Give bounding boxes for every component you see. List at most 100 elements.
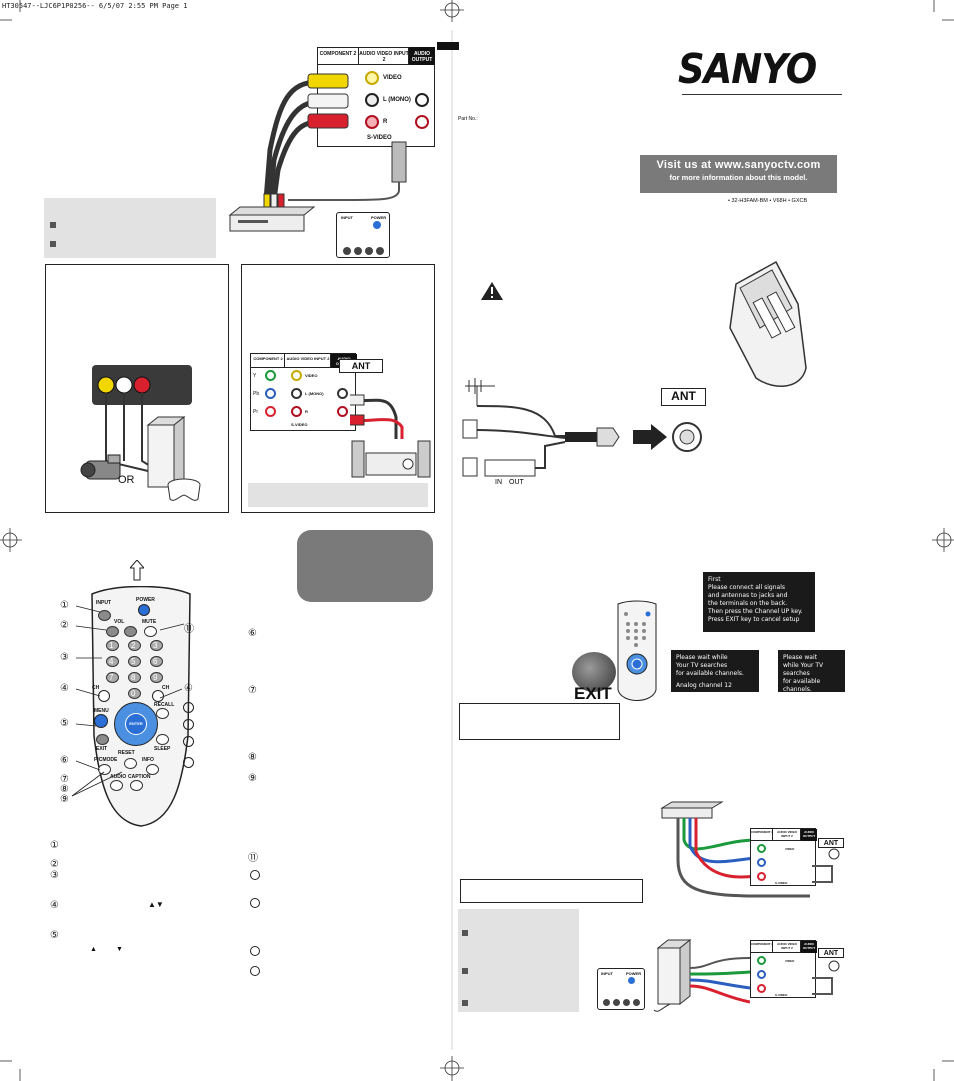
game-console-icon — [146, 415, 186, 489]
dvd-player-icon — [228, 206, 316, 232]
callout-6: ⑥ — [60, 755, 69, 766]
remote-power-label: POWER — [136, 597, 155, 603]
osd-analog-search: Please wait while Your TV searches for a… — [671, 650, 759, 692]
panel-col-audio-output: AUDIO OUTPUT — [411, 51, 433, 63]
setup-note-box — [459, 703, 620, 740]
l-mono-label: L (MONO) — [383, 97, 411, 103]
av-cable-drawing — [263, 73, 407, 211]
remote-picmode-label: PICMODE — [94, 757, 118, 763]
power-button[interactable] — [138, 604, 150, 616]
visit-banner: Visit us at www.sanyoctv.com for more in… — [640, 155, 837, 193]
audio-button[interactable] — [110, 780, 123, 791]
desc-num-7: ⑦ — [248, 685, 257, 696]
remote-ch-right-label: CH — [162, 685, 170, 691]
remote-recall-label: RECALL — [154, 702, 175, 708]
info-button[interactable] — [146, 764, 159, 775]
component-title-box — [460, 879, 643, 903]
osd-digital-search: Please wait while Your TV searches for a… — [778, 650, 845, 705]
converter-in-label: IN — [495, 479, 502, 486]
camcorder-game-box: OR — [45, 264, 229, 513]
camcorder-icon — [80, 454, 121, 480]
audio-r-jack-icon — [365, 115, 379, 129]
sanyo-logo: SANYO — [678, 45, 817, 93]
game-console-icon-2 — [653, 938, 750, 1012]
caption-button[interactable] — [130, 780, 143, 791]
keypad: 1 2 3 4 5 6 7 8 9 0 — [104, 640, 170, 702]
or-label: OR — [118, 474, 135, 486]
component-panel-b: COMPONENT 2 AUDIO VIDEO INPUT 2 AUDIO OU… — [750, 940, 817, 998]
panel-col-component2: COMPONENT 2 — [319, 51, 357, 57]
audio-note-box — [248, 483, 428, 507]
remote-battery-icon — [729, 260, 807, 387]
component-notes-box — [458, 909, 579, 1012]
remote-exit-label: EXIT — [96, 746, 108, 752]
vol-up-button[interactable] — [124, 626, 137, 637]
component-panel-small: COMPONENT 2 AUDIO VIDEO INPUT 2 AUDIO OU… — [250, 353, 357, 431]
front-av-jacks-drawing — [92, 365, 192, 478]
callout-11: ⑪ — [184, 624, 194, 635]
panel-col-av-input2: AUDIO VIDEO INPUT 2 — [359, 51, 409, 63]
audio-out-l-jack-icon — [415, 93, 429, 107]
coax-connectors-a — [812, 848, 840, 883]
r-label: R — [383, 119, 388, 125]
exit-button[interactable] — [96, 734, 109, 745]
antenna-connection-diagram: IN OUT — [462, 378, 702, 486]
vol-down-button[interactable] — [106, 626, 119, 637]
input-button[interactable] — [98, 610, 111, 621]
mute-button[interactable] — [144, 626, 157, 637]
dark-rounded-box — [297, 530, 433, 602]
callout-4: ④ — [60, 683, 69, 694]
callout-7: ⑦ — [60, 774, 69, 785]
remote-audio-label: AUDIO — [110, 774, 127, 780]
video-label: VIDEO — [383, 75, 402, 81]
callout-1: ① — [60, 600, 69, 611]
callout-5: ⑤ — [60, 718, 69, 729]
ant-label-a: ANT — [818, 838, 844, 848]
mini-front-panel: INPUT POWER — [336, 212, 390, 258]
callout-3: ③ — [60, 652, 69, 663]
stereo-system-drawing — [350, 394, 431, 478]
small-remote-icon — [617, 600, 657, 701]
coax-connectors-b — [812, 960, 840, 995]
ir-arrow-icon — [130, 560, 144, 581]
callout-8: ⑧ — [60, 784, 69, 795]
warning-icon — [481, 282, 503, 300]
desc-num-3: ③ — [50, 870, 59, 881]
enter-button[interactable] — [125, 713, 147, 735]
desc-5-arrow-down: ▼ — [116, 946, 123, 953]
component-dvd-diagram — [660, 801, 810, 898]
ch-up-button[interactable] — [152, 690, 164, 702]
exit-button-zoom-icon — [572, 652, 616, 692]
remote-menu-label: MENU — [94, 708, 109, 714]
remote-reset-label: RESET — [118, 750, 135, 756]
remote-ch-left-label: CH — [92, 685, 100, 691]
remote-leader-lines — [71, 605, 185, 797]
remote-sleep-label: SLEEP — [154, 746, 171, 752]
reset-button[interactable] — [124, 758, 137, 769]
ant-label-b: ANT — [818, 948, 844, 958]
desc-num-2: ② — [50, 859, 59, 870]
ant-label-large: ANT — [661, 388, 706, 406]
audio-l-jack-icon — [365, 93, 379, 107]
recall-button[interactable] — [156, 708, 169, 719]
audio-output-box: COMPONENT 2 AUDIO VIDEO INPUT 2 AUDIO OU… — [241, 264, 435, 513]
ch-down-button[interactable] — [98, 690, 110, 702]
s-video-label: S-VIDEO — [367, 135, 392, 141]
notes-box-av — [44, 198, 216, 258]
part-no-label: Part No.: — [458, 116, 478, 122]
desc-blank-circles — [250, 870, 262, 980]
desc-num-11: ⑪ — [248, 853, 258, 864]
remote-vol-label: VOL — [114, 619, 125, 625]
converter-out-label: OUT — [509, 479, 525, 486]
desc-num-6: ⑥ — [248, 628, 257, 639]
desc-num-5: ⑤ — [50, 930, 59, 941]
remote-info-label: INFO — [142, 757, 154, 763]
sleep-button[interactable] — [156, 734, 169, 745]
menu-button[interactable] — [94, 714, 108, 728]
exit-big-label: EXIT — [574, 684, 612, 703]
callout-4-right: ④ — [184, 683, 193, 694]
model-line: • 32-H3FAM-BM • V68H • GXCB — [728, 198, 808, 204]
callout-2: ② — [60, 620, 69, 631]
osd-first-screen: First Please connect all signals and ant… — [703, 572, 815, 632]
